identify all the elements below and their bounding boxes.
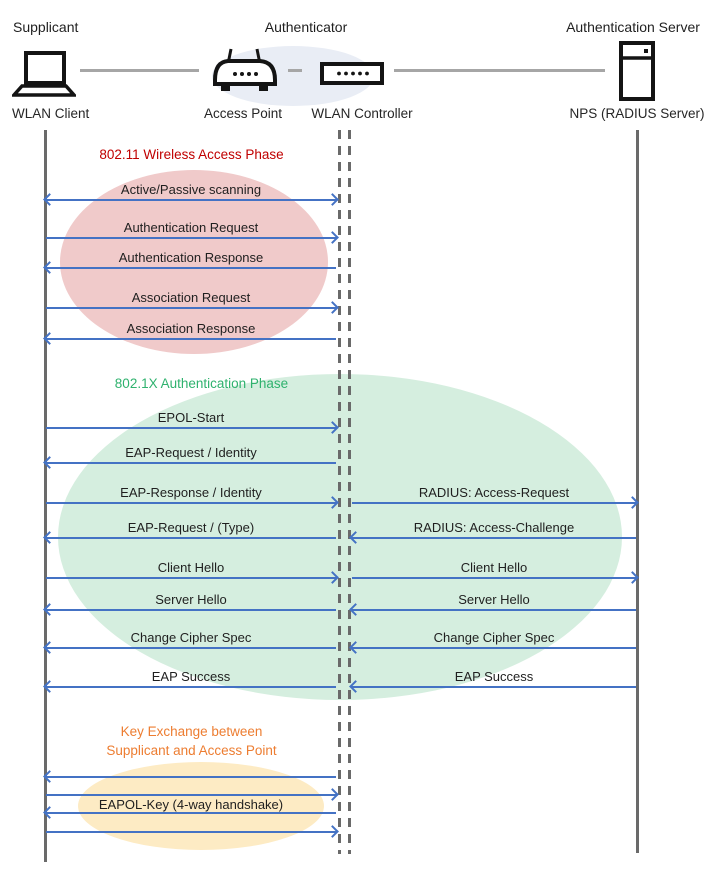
device-label-wlan-client: WLAN Client (12, 106, 90, 121)
wlan-controller-icon (320, 62, 384, 85)
phase-title-8021x: 802.1X Authentication Phase (114, 376, 289, 391)
connector-controller-server (394, 69, 605, 72)
connector-ap-controller (288, 69, 302, 72)
lifeline-wlan-controller-right (348, 130, 351, 854)
message-label: EAP-Response / Identity (120, 485, 262, 500)
message-label: RADIUS: Access-Challenge (413, 520, 575, 535)
device-label-nps: NPS (RADIUS Server) (569, 106, 705, 121)
message-label: Change Cipher Spec (130, 630, 252, 645)
connector-client-ap (80, 69, 199, 72)
phase-title-key-exchange-line2: Supplicant and Access Point (106, 743, 277, 758)
device-label-access-point: Access Point (203, 106, 283, 121)
lifeline-wlan-controller-left (338, 130, 341, 854)
eapol-key-label: EAPOL-Key (4-way handshake) (98, 797, 284, 812)
message-label: EAP Success (151, 669, 231, 684)
lifeline-nps (636, 130, 639, 853)
phase-title-key-exchange-line1: Key Exchange between (120, 724, 263, 739)
message-label: Client Hello (157, 560, 225, 575)
message-label: Association Response (126, 321, 256, 336)
message-label: EAP-Request / Identity (125, 445, 257, 460)
message-label: Client Hello (460, 560, 528, 575)
lifeline-wlan-client (44, 130, 47, 862)
message-label: EAP-Request / (Type) (127, 520, 255, 535)
role-label-supplicant: Supplicant (13, 19, 79, 35)
role-label-authenticator: Authenticator (264, 19, 348, 35)
message-label: EAP Success (454, 669, 534, 684)
phase-title-key-exchange: Key Exchange between Supplicant and Acce… (45, 722, 338, 760)
message-label: RADIUS: Access-Request (418, 485, 570, 500)
message-label: EPOL-Start (157, 410, 225, 425)
access-point-icon (212, 46, 278, 98)
message-label: Association Request (131, 290, 251, 305)
phase-title-80211: 802.11 Wireless Access Phase (99, 147, 284, 162)
laptop-icon (12, 50, 76, 98)
message-label: Change Cipher Spec (433, 630, 555, 645)
server-icon (619, 41, 655, 101)
role-label-authentication-server: Authentication Server (566, 19, 700, 35)
message-label: Server Hello (155, 592, 227, 607)
message-label: Authentication Response (118, 250, 264, 265)
message-label: Server Hello (458, 592, 530, 607)
message-label: Authentication Request (123, 220, 259, 235)
device-label-wlan-controller: WLAN Controller (311, 106, 413, 121)
message-label: Active/Passive scanning (120, 182, 262, 197)
